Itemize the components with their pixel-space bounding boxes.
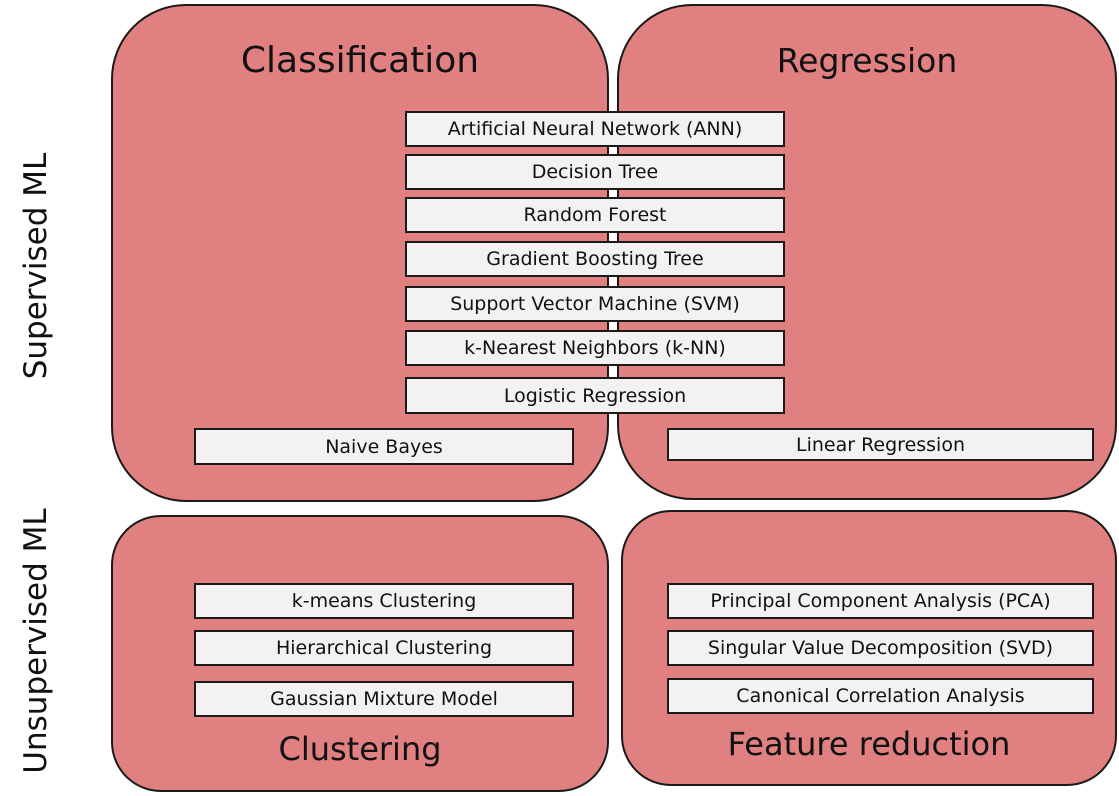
method-box: Canonical Correlation Analysis	[667, 678, 1094, 714]
classification-title: Classification	[240, 40, 480, 81]
clustering-title: Clustering	[278, 730, 442, 768]
method-box: Naive Bayes	[194, 428, 574, 465]
method-box: Gaussian Mixture Model	[194, 681, 574, 717]
method-box: Singular Value Decomposition (SVD)	[667, 630, 1094, 666]
method-box: Support Vector Machine (SVM)	[405, 286, 785, 322]
method-box: Hierarchical Clustering	[194, 630, 574, 666]
unsupervised-ml-label: Unsupervised ML	[18, 508, 54, 774]
method-box: Principal Component Analysis (PCA)	[667, 583, 1094, 619]
method-box: Artificial Neural Network (ANN)	[405, 111, 785, 147]
method-box: k-Nearest Neighbors (k-NN)	[405, 330, 785, 366]
method-box: Random Forest	[405, 197, 785, 233]
method-box: Gradient Boosting Tree	[405, 241, 785, 277]
supervised-ml-label: Supervised ML	[18, 152, 54, 380]
method-box: Logistic Regression	[405, 377, 785, 414]
regression-title: Regression	[776, 41, 958, 80]
method-box: k-means Clustering	[194, 583, 574, 619]
method-box: Decision Tree	[405, 154, 785, 190]
method-box: Linear Regression	[667, 428, 1094, 461]
feature-reduction-title: Feature reduction	[727, 725, 1011, 763]
